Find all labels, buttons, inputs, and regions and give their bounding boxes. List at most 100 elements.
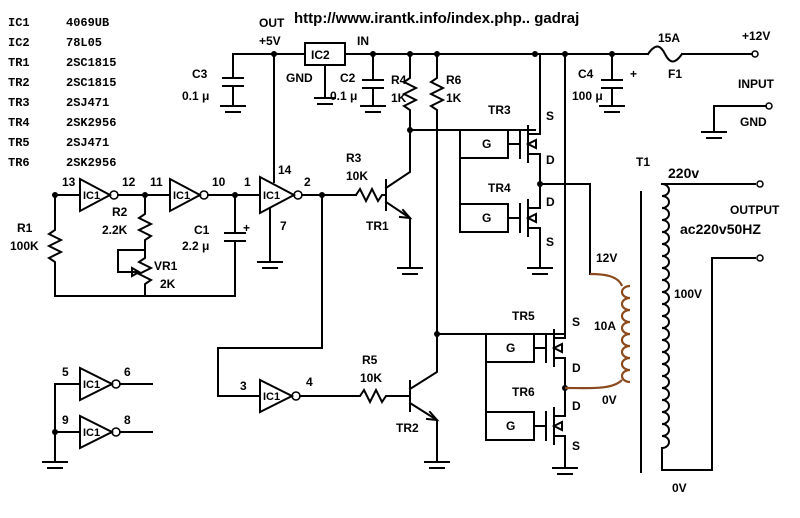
tr5-d: D [572,361,581,375]
tr6-d: D [572,399,581,413]
gnd-label: GND [740,115,767,129]
r4-name: R4 [391,73,407,87]
pin-13: 13 [62,175,76,189]
tap-0v: 0V [602,393,617,407]
v12-label: +12V [742,29,770,43]
pin-10: 10 [212,175,226,189]
vr1-name: VR1 [154,259,178,273]
ic2-out-voltage: +5V [259,34,281,48]
pin-2: 2 [304,175,311,189]
parts-ref-1: IC1 [8,16,30,30]
pin-3: 3 [240,379,247,393]
pin-4: 4 [306,375,313,389]
ac-spec: ac220v50HZ [680,221,761,237]
ic2-gnd-label: GND [286,71,313,85]
r2-value: 2.2K [102,223,128,237]
tr6-g: G [506,419,515,433]
capacitor-c4: C4 100 μ + [572,53,637,113]
parts-list: IC1 4069UB IC2 78L05 TR1 2SC1815 TR2 2SC… [8,16,116,170]
parts-value-7: 2SJ471 [66,136,109,150]
tr5-label: TR5 [512,309,535,323]
capacitor-c3: C3 0.1 μ [182,53,246,113]
out-100v: 100V [674,287,702,301]
out-220v: 220v [668,165,699,181]
gate1-label: IC1 [83,190,100,202]
tr3-s: S [546,109,554,123]
header-url: http://www.irantk.info/index.php.. gadra… [294,10,579,27]
gate5-label: IC1 [83,379,100,391]
pin-5: 5 [62,365,69,379]
resistor-r6: R6 1K [428,53,462,337]
gate3-label: IC1 [263,190,280,202]
tr4-s: S [546,235,554,249]
parts-value-4: 2SC1815 [66,76,116,90]
r1-name: R1 [17,221,33,235]
capacitor-c2: C2 0.1 μ [330,53,386,113]
r6-name: R6 [446,73,462,87]
c1-plus: + [243,221,250,235]
parts-ref-8: TR6 [8,156,30,170]
output-label: OUTPUT [730,203,780,217]
tr3-g: G [482,137,491,151]
tr2-label: TR2 [396,421,419,435]
parts-value-6: 2SK2956 [66,116,116,130]
f1-value: 15A [658,31,680,45]
c4-plus: + [630,67,637,81]
tr3-label: TR3 [488,103,511,117]
gate4-label: IC1 [263,391,280,403]
c2-name: C2 [340,71,356,85]
parts-value-5: 2SJ471 [66,96,109,110]
c2-value: 0.1 μ [330,89,357,103]
tap-12v: 12V [596,251,617,265]
mosfet-tr3 [459,53,541,185]
tr4-d: D [546,195,555,209]
gate6-label: IC1 [83,427,100,439]
parts-ref-2: IC2 [8,36,30,50]
parts-value-3: 2SC1815 [66,56,116,70]
parts-ref-3: TR1 [8,56,30,70]
parts-ref-5: TR3 [8,96,30,110]
tr6-s: S [572,439,580,453]
r4-value: 1K [391,91,407,105]
r3-name: R3 [346,151,362,165]
pin-7: 7 [280,219,287,233]
tr5-g: G [506,341,515,355]
gate2-label: IC1 [173,190,190,202]
pin-12: 12 [122,175,136,189]
parts-value-8: 2SK2956 [66,156,116,170]
regulator-ic2: IC2 OUT +5V IN GND [259,16,369,105]
power-input: +12V INPUT GND [701,29,775,139]
fuse-f1: 15A F1 [646,31,684,81]
c1-name: C1 [194,223,210,237]
r1-value: 100K [10,239,39,253]
parts-value-1: 4069UB [66,16,109,30]
r3-value: 10K [346,169,368,183]
tr4-g: G [482,211,491,225]
driver-tr2: IC1 [217,194,566,469]
c3-value: 0.1 μ [182,89,209,103]
c3-name: C3 [192,67,208,81]
vr1-value: 2K [160,277,176,291]
c1-value: 2.2 μ [182,239,209,253]
out-0v: 0V [672,481,687,495]
r2-name: R2 [112,205,128,219]
ic2-in-label: IN [357,34,369,48]
pin-8: 8 [124,413,131,427]
c4-name: C4 [578,67,594,81]
pin-14: 14 [278,163,292,177]
parts-ref-6: TR4 [8,116,30,130]
parts-value-2: 78L05 [66,36,102,50]
tr5-s: S [572,315,580,329]
mosfet-tr5 [485,329,566,389]
input-label: INPUT [738,77,775,91]
mosfet-tr4 [459,157,553,275]
pin-11: 11 [150,175,163,189]
tr3-d: D [546,153,555,167]
pin-6: 6 [124,365,131,379]
r5-value: 10K [360,371,382,385]
f1-name: F1 [668,67,682,81]
resistor-r4: R4 1K [391,53,419,131]
tap-10a: 10A [594,319,616,333]
mosfet-tr6 [485,361,578,475]
ic2-label: IC2 [311,48,330,62]
